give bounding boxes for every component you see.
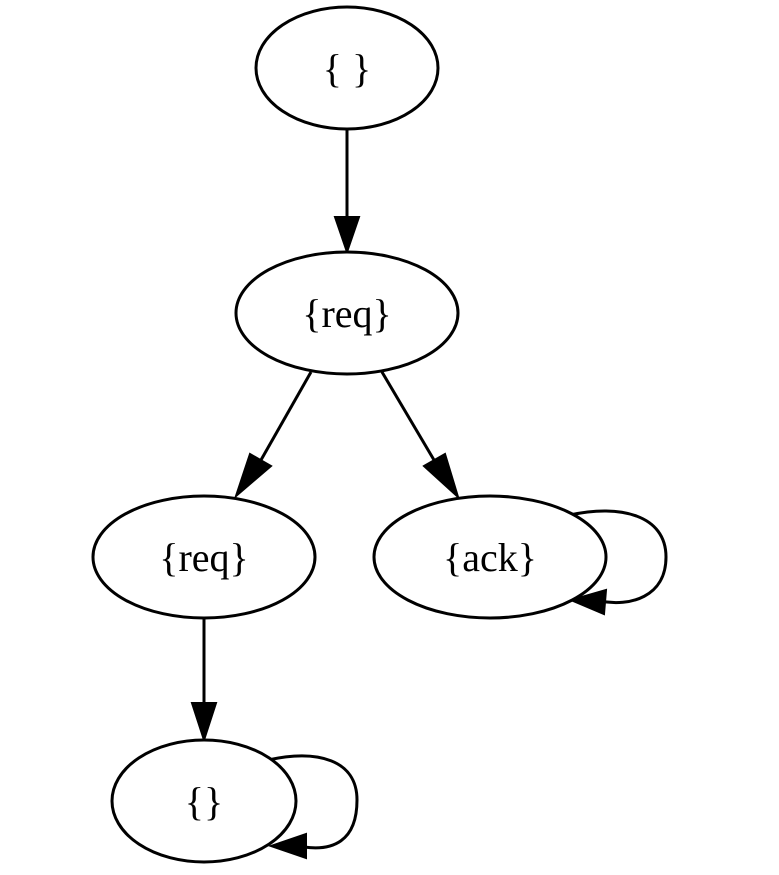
state-node-req-left-label: {req} <box>159 535 248 580</box>
edge-n5-self-loop <box>267 754 359 860</box>
state-node-req-left: {req} <box>91 494 317 620</box>
edge-n2-to-n3-arrowhead <box>233 452 273 500</box>
nodes: { } {req} {req} {ack} {} <box>91 5 608 864</box>
state-node-empty-leaf-label: {} <box>185 779 223 824</box>
state-node-ack-label: {ack} <box>443 535 537 580</box>
edge-n2-to-n4-arrowhead <box>422 452 461 501</box>
edge-n4-self-loop <box>568 509 668 616</box>
state-node-req-top: {req} <box>234 250 460 376</box>
edge-n3-to-n5 <box>190 619 218 744</box>
edge-n4-self-loop-arrowhead <box>568 588 608 616</box>
edge-n3-to-n5-arrowhead <box>190 702 218 744</box>
edge-n1-to-n2-arrowhead <box>333 216 361 256</box>
edge-n1-to-n2 <box>333 129 361 256</box>
state-node-ack: {ack} <box>372 494 608 620</box>
edge-n2-to-n3 <box>233 371 313 500</box>
edge-n5-self-loop-arrowhead <box>267 832 307 860</box>
edges <box>190 129 668 860</box>
state-node-empty-root: { } <box>254 5 440 131</box>
state-node-empty-leaf: {} <box>110 738 298 864</box>
state-node-req-top-label: {req} <box>302 291 391 336</box>
edge-n2-to-n4 <box>380 371 461 501</box>
state-node-empty-root-label: { } <box>323 46 371 91</box>
